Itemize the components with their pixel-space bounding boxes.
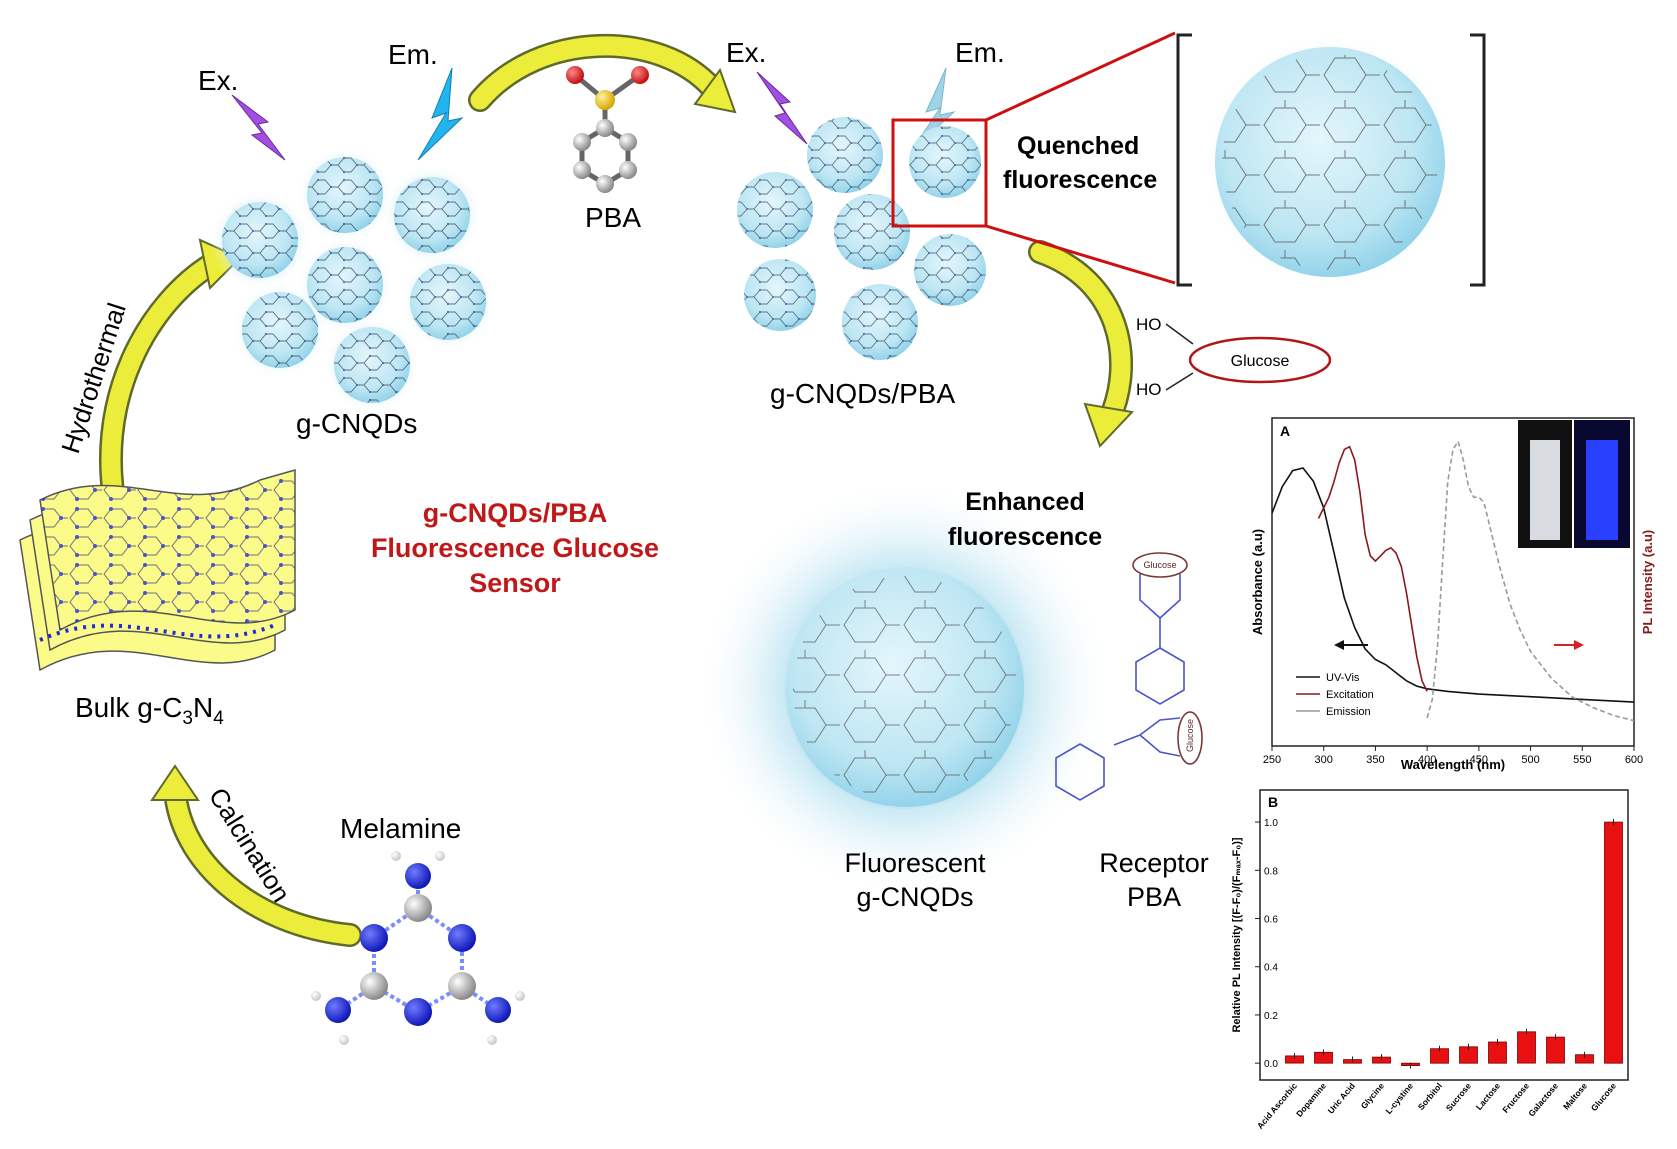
label-gcnqds: g-CNQDs [296,408,417,439]
chart-a-xtick-label: 550 [1573,754,1591,766]
chart-b-ytick-label: 0.0 [1264,1059,1278,1070]
chart-a-xtick-label: 300 [1315,754,1333,766]
arrow-calcination [150,764,362,947]
label-fluorescent-line1: Fluorescent [844,848,986,878]
chart-b-xtick-label: Dopamine [1294,1081,1328,1119]
title-line1: g-CNQDs/PBA [423,498,608,528]
chart-b-xtick-label: Sorbitol [1416,1081,1444,1112]
chart-a-y2label: PL Intensity (a.u) [1640,530,1655,635]
label-em-left: Em. [388,39,438,70]
label-ho-bottom: HO [1136,380,1162,399]
enhanced-dot-network [793,576,1017,800]
label-enhanced-line2: fluorescence [948,523,1102,551]
chart-b-xtick-label: Fructose [1500,1081,1531,1115]
chart-b-bar-glucose [1604,821,1623,1064]
chart-a-xtick-label: 600 [1625,754,1643,766]
vial-daylight [1530,440,1560,540]
vial-uv [1586,440,1618,540]
label-ex-right: Ex. [726,37,766,68]
chart-a-xtick-label: 400 [1418,754,1436,766]
chart-a-xtick-label: 250 [1263,754,1281,766]
pba-molecule [566,66,649,193]
chart-a-panel-label: A [1280,423,1290,439]
chart-a-series-uv-vis [1271,467,1635,703]
label-glucose-small-top: Glucose [1143,560,1176,570]
chart-b-bar-fructose [1517,1031,1536,1064]
label-quenched-line1: Quenched [1017,132,1139,160]
chart-b-ytick-label: 1.0 [1264,818,1278,829]
chart-b-xtick-label: Galactose [1526,1081,1560,1119]
legend-excitation: Excitation [1326,689,1374,701]
zoom-bracket [1176,33,1486,287]
chart-a-ylabel: Absorbance (a.u) [1250,529,1265,635]
chart-b-ytick-label: 0.2 [1264,1011,1278,1022]
title-line2: Fluorescence Glucose [371,533,659,563]
label-pba: PBA [585,202,641,233]
chart-b-ytick-label: 0.4 [1264,963,1278,974]
chart-b-bar-lactose [1488,1041,1507,1064]
chart-b-panel-label: B [1268,794,1278,810]
legend-emission: Emission [1326,706,1371,718]
chart-b-xtick-label: Sucrose [1444,1081,1473,1113]
glucose-ellipse [1188,336,1332,384]
label-ex-left: Ex. [198,65,238,96]
chart-b-xtick-label: Glycine [1359,1081,1387,1111]
label-quenched-line2: fluorescence [1003,166,1157,194]
arrow-glucose [1028,240,1135,448]
chart-b-ylabel: Relative PL Intensity [(F-F₀)/(Fₘₐₓ-F₀)] [1231,837,1243,1032]
chart-a-series-emission [1426,439,1635,722]
gcnqds-cluster [210,147,496,413]
bulk-sheets [19,469,296,672]
chart-b-xtick-label: Maltose [1561,1081,1589,1112]
label-fluorescent-line2: g-CNQDs [856,882,973,912]
chart-b-xtick-label: L-cystine [1383,1081,1415,1116]
chart-b-xtick-label: Glucose [1589,1081,1618,1113]
label-enhanced-line1: Enhanced [965,488,1084,516]
chart-b-bar-galactose [1546,1036,1565,1064]
label-em-right: Em. [955,37,1005,68]
label-gcnqds-pba: g-CNQDs/PBA [770,378,955,409]
label-glucose: Glucose [1231,353,1290,370]
chart-a-series-excitation [1317,445,1428,692]
chart-b-xtick-label: Uric Acid [1326,1081,1357,1116]
chart-b-ytick-label: 0.6 [1264,915,1278,926]
legend-uvvis: UV-Vis [1326,672,1360,684]
excitation-bolt-icon [231,94,286,161]
arrow-hydrothermal [98,238,242,532]
chart-a-right-arrow-icon [1574,640,1584,650]
gcnqds-pba-cluster [737,117,986,360]
receptor-structure [1055,552,1203,801]
chart-a-xtick-label: 450 [1470,754,1488,766]
chart-b: B Relative PL Intensity [(F-F₀)/(Fₘₐₓ-F₀… [1231,789,1629,1131]
chart-a-left-arrow-icon [1334,640,1344,650]
emission-bolt-icon [417,67,464,161]
melamine-molecule [311,851,525,1045]
arrow-pba [468,34,737,114]
excitation-bolt-right-icon [756,71,808,145]
chart-a-xtick-label: 500 [1521,754,1539,766]
label-bulk: Bulk g-C3N4 [75,692,224,729]
chart-b-xtick-label: Lactose [1474,1081,1502,1112]
chart-a-legend: UV-Vis Excitation Emission [1296,672,1374,718]
label-melamine: Melamine [340,813,461,844]
chart-b-ytick-label: 0.8 [1264,866,1278,877]
chart-a: 250 300 350 400 450 500 550 600 A Wavelength (n… [1250,417,1655,772]
zoom-box [891,118,988,228]
chart-b-xtick-label: Acid Ascorbic [1255,1081,1299,1131]
zoom-dot-network [1222,54,1438,270]
label-receptor-line1: Receptor [1099,848,1209,878]
title-line3: Sensor [469,568,561,598]
label-receptor-line2: PBA [1127,882,1181,912]
chart-b-frame [1259,789,1629,1081]
label-ho-top: HO [1136,315,1162,334]
chart-a-xlabel: Wavelength (nm) [1401,757,1505,772]
chart-a-xtick-label: 350 [1366,754,1384,766]
label-glucose-small-side: Glucose [1185,719,1195,752]
